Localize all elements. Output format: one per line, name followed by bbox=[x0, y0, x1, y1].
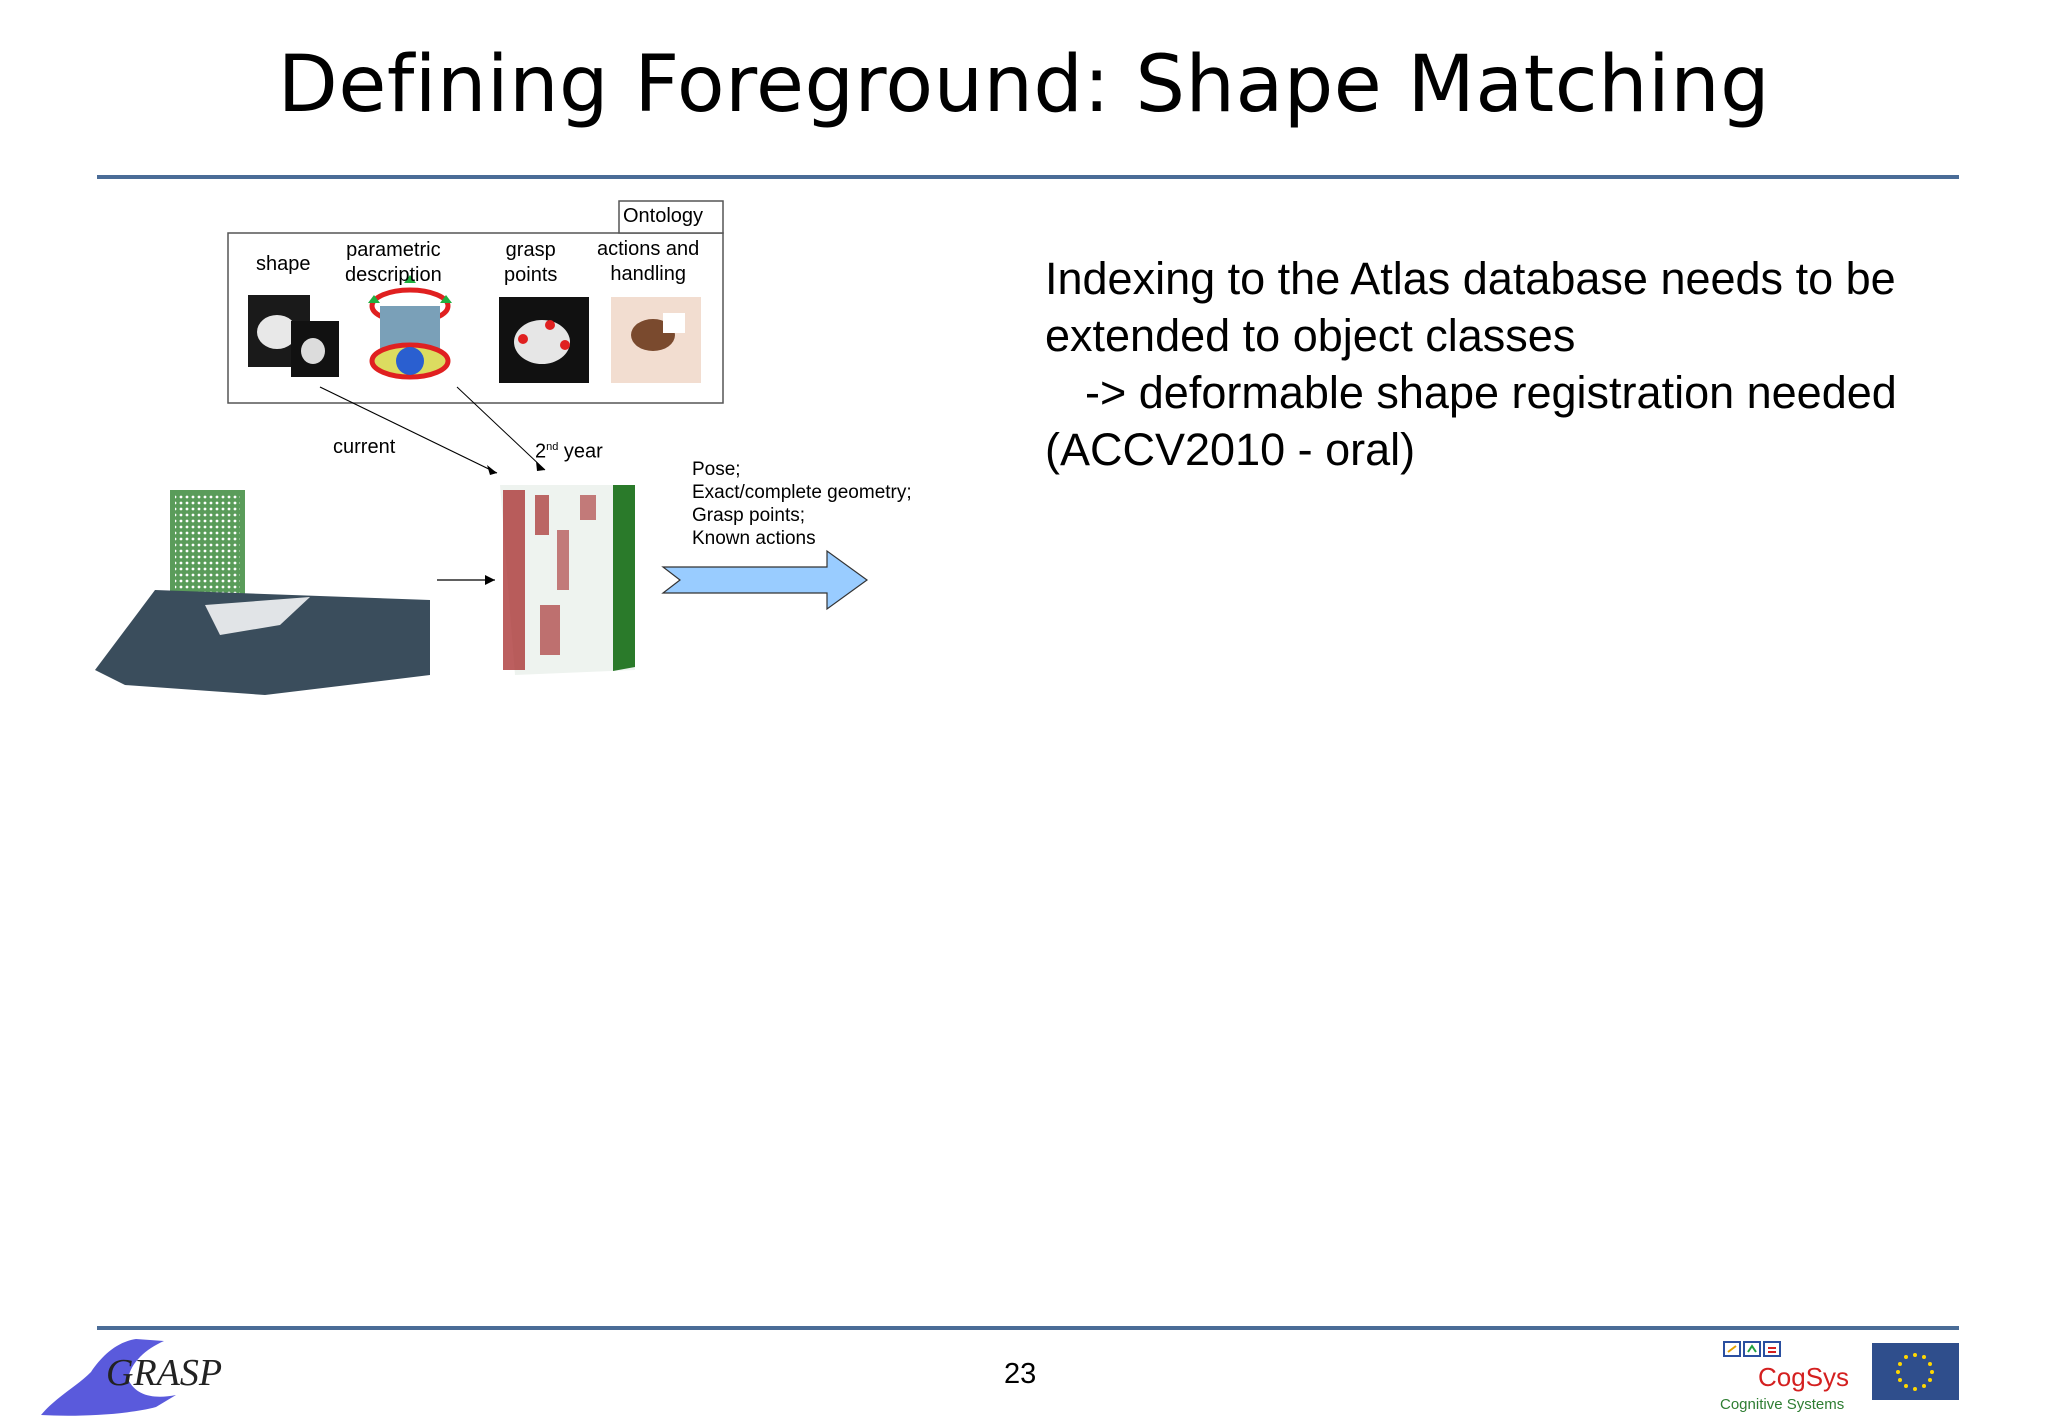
cogsys-logo-graphic: CogSys Cognitive Systems bbox=[1720, 1341, 1849, 1413]
figure-graphics bbox=[95, 200, 869, 695]
result-arrow bbox=[661, 549, 869, 611]
actions-column-label: actions and handling bbox=[597, 237, 699, 287]
cogsys-subtext: Cognitive Systems bbox=[1720, 1396, 1844, 1413]
cogsys-logo: CogSys Cognitive Systems bbox=[1710, 1338, 1870, 1416]
body-line-3: -> deformable shape registration needed bbox=[1085, 367, 1897, 418]
grasp-logo: GRASP bbox=[36, 1327, 236, 1417]
slide-title: Defining Foreground: Shape Matching bbox=[277, 40, 1771, 130]
shape-column-label: shape bbox=[256, 253, 311, 275]
grasp-logo-graphic: GRASP bbox=[41, 1339, 222, 1416]
arrow-second-year bbox=[456, 386, 546, 471]
actions-line-2: handling bbox=[610, 263, 686, 285]
body-line-4: (ACCV2010 - oral) bbox=[1045, 424, 1416, 475]
actions-line-1: actions and bbox=[597, 238, 700, 260]
body-line-2: extended to object classes bbox=[1045, 310, 1576, 361]
cogsys-text: CogSys bbox=[1758, 1362, 1849, 1392]
grasp-line-1: grasp bbox=[505, 239, 556, 261]
second-year-base: 2 bbox=[535, 440, 547, 463]
arrow-current bbox=[319, 386, 498, 474]
parametric-column-label: parametric description bbox=[345, 238, 442, 288]
eu-flag bbox=[1872, 1343, 1959, 1400]
note-actions: Known actions bbox=[692, 528, 816, 549]
current-label: current bbox=[333, 436, 396, 458]
title-divider bbox=[97, 175, 1959, 179]
second-year-label: 2nd year bbox=[535, 435, 603, 465]
parametric-line-2: description bbox=[345, 264, 442, 286]
footer-divider bbox=[97, 1326, 1959, 1330]
parametric-model bbox=[368, 275, 452, 380]
grasp-logo-text: GRASP bbox=[106, 1352, 222, 1394]
blue-ground-cloud bbox=[95, 590, 430, 695]
shape-matching-figure: Ontology shape parametric description gr… bbox=[95, 195, 945, 715]
note-geometry: Exact/complete geometry; bbox=[692, 482, 912, 503]
second-year-sup: nd bbox=[546, 441, 559, 453]
page-number: 23 bbox=[1004, 1358, 1037, 1390]
parametric-line-1: parametric bbox=[346, 239, 441, 261]
red-point-cloud bbox=[500, 485, 635, 675]
body-text: Indexing to the Atlas database needs to … bbox=[1045, 250, 1965, 478]
grasp-line-2: points bbox=[504, 264, 558, 286]
note-grasp-points: Grasp points; bbox=[692, 505, 805, 526]
ontology-tab bbox=[618, 200, 724, 234]
grasp-column-label: grasp points bbox=[504, 238, 557, 288]
body-line-1: Indexing to the Atlas database needs to … bbox=[1045, 253, 1896, 304]
note-pose: Pose; bbox=[692, 459, 741, 480]
eu-stars bbox=[1896, 1353, 1934, 1391]
ontology-label: Ontology bbox=[623, 205, 704, 227]
second-year-rest: year bbox=[558, 440, 603, 463]
result-notes: Pose; Exact/complete geometry; Grasp poi… bbox=[692, 458, 912, 550]
